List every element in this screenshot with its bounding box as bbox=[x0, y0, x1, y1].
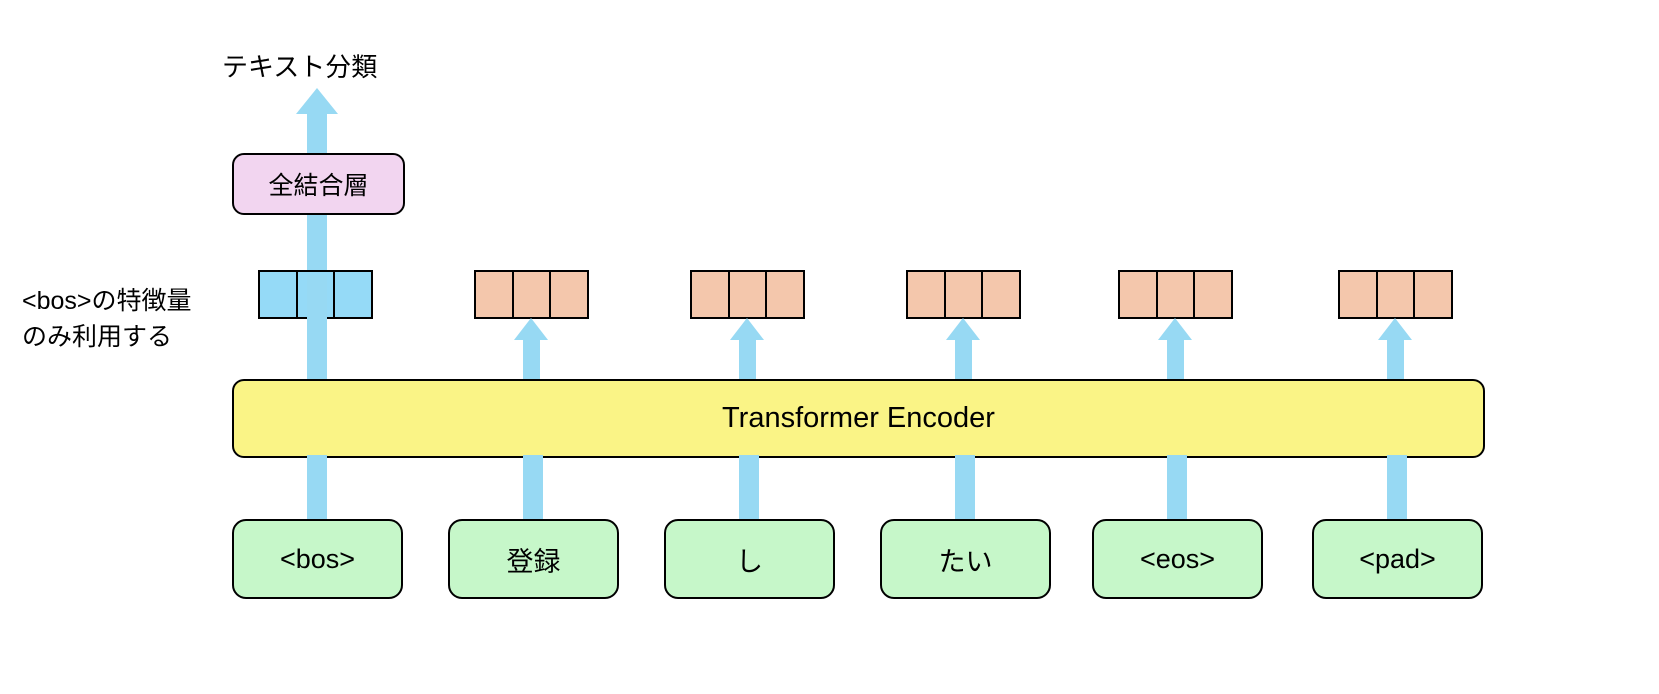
token-box-3[interactable]: し bbox=[664, 519, 835, 599]
feature-cell bbox=[765, 270, 805, 319]
feature-cell bbox=[474, 270, 514, 319]
feature-cell bbox=[1193, 270, 1233, 319]
feature-vector-token-5 bbox=[1118, 270, 1233, 319]
transformer-encoder-box[interactable]: Transformer Encoder bbox=[232, 379, 1485, 458]
feature-cell bbox=[511, 270, 552, 319]
token-to-encoder-shaft-6 bbox=[1387, 455, 1407, 521]
feature-cell bbox=[549, 270, 589, 319]
bos-to-fc-shaft bbox=[307, 215, 327, 275]
output-arrow-shaft bbox=[307, 112, 327, 157]
token-box-4[interactable]: たい bbox=[880, 519, 1051, 599]
feature-cell bbox=[1118, 270, 1158, 319]
token-box-6[interactable]: <pad> bbox=[1312, 519, 1483, 599]
token-to-encoder-shaft-5 bbox=[1167, 455, 1187, 521]
feature-vector-token-6 bbox=[1338, 270, 1453, 319]
token-to-encoder-shaft-1 bbox=[307, 455, 327, 521]
token-to-encoder-shaft-3 bbox=[739, 455, 759, 521]
arrow-shaft bbox=[523, 338, 540, 382]
output-label-text-classification: テキスト分類 bbox=[222, 52, 378, 82]
feature-cell bbox=[906, 270, 946, 319]
arrow-shaft bbox=[739, 338, 756, 382]
token-box-5[interactable]: <eos> bbox=[1092, 519, 1263, 599]
feature-vector-token-3 bbox=[690, 270, 805, 319]
feature-cell bbox=[943, 270, 984, 319]
feature-cell bbox=[1338, 270, 1378, 319]
arrow-head bbox=[730, 318, 764, 340]
feature-cell bbox=[1375, 270, 1416, 319]
feature-cell bbox=[1413, 270, 1453, 319]
token-to-encoder-shaft-4 bbox=[955, 455, 975, 521]
arrow-shaft bbox=[955, 338, 972, 382]
arrow-head bbox=[946, 318, 980, 340]
feature-cell bbox=[1155, 270, 1196, 319]
arrow-head bbox=[1158, 318, 1192, 340]
arrow-head bbox=[1378, 318, 1412, 340]
feature-cell bbox=[981, 270, 1021, 319]
feature-cell bbox=[690, 270, 730, 319]
fully-connected-layer-box[interactable]: 全結合層 bbox=[232, 153, 405, 215]
arrow-shaft bbox=[1167, 338, 1184, 382]
token-box-2[interactable]: 登録 bbox=[448, 519, 619, 599]
feature-cell bbox=[258, 270, 298, 319]
token-to-encoder-shaft-2 bbox=[523, 455, 543, 521]
bos-feature-note: <bos>の特徴量 のみ利用する bbox=[22, 287, 192, 351]
feature-cell bbox=[727, 270, 768, 319]
bos-encoder-passthrough-shaft bbox=[307, 275, 327, 382]
arrow-head bbox=[514, 318, 548, 340]
feature-cell bbox=[333, 270, 373, 319]
token-box-1[interactable]: <bos> bbox=[232, 519, 403, 599]
output-arrow-head bbox=[296, 88, 338, 114]
feature-vector-token-4 bbox=[906, 270, 1021, 319]
arrow-shaft bbox=[1387, 338, 1404, 382]
feature-vector-token-2 bbox=[474, 270, 589, 319]
